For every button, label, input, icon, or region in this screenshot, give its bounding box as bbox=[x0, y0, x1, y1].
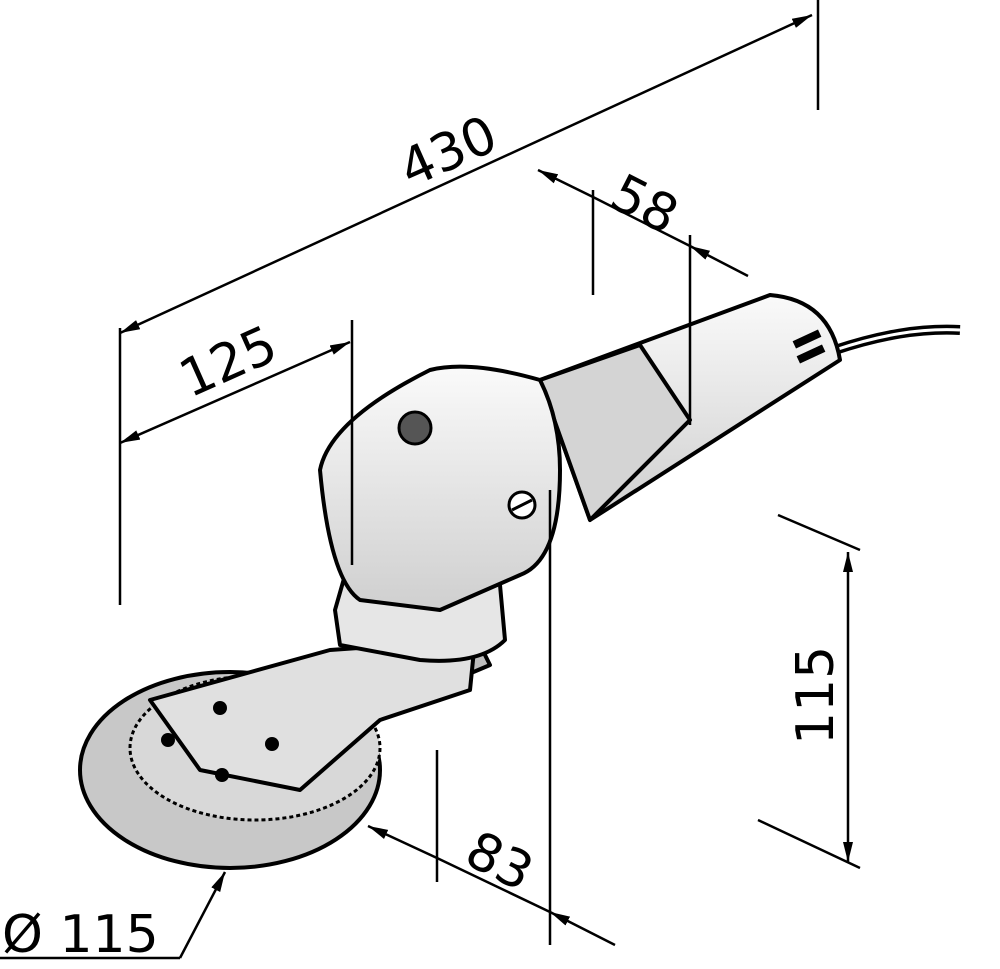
dimension-115-height: 115 bbox=[757, 513, 861, 870]
dimension-label-58: 58 bbox=[601, 163, 687, 247]
grinding-disc bbox=[78, 623, 492, 870]
dimension-label-83: 83 bbox=[456, 820, 542, 904]
grinder-body bbox=[318, 293, 842, 663]
dimension-125: 125 bbox=[119, 315, 354, 565]
dimension-label-430: 430 bbox=[391, 105, 506, 200]
dimension-label-115-height: 115 bbox=[786, 646, 846, 745]
dimension-label-diameter: Ø 115 bbox=[2, 905, 159, 965]
dimension-diameter: Ø 115 bbox=[0, 871, 227, 965]
